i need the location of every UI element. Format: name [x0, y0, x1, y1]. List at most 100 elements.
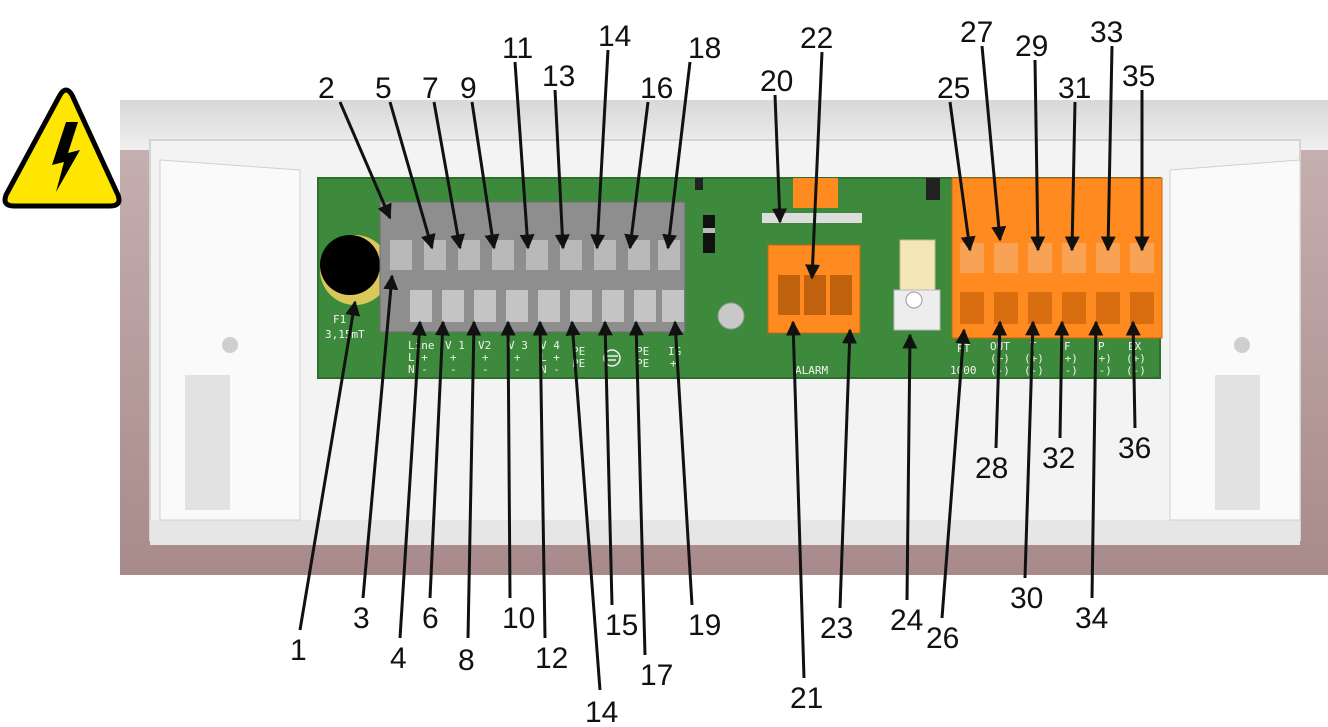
orange-terminal-lower-row: [960, 292, 1154, 324]
pcb-label-v1: V 1: [445, 339, 465, 352]
gray-terminal-slot: [492, 240, 514, 270]
callout-arrow-36: [1125, 320, 1141, 429]
svg-text:(+): (+): [1126, 352, 1146, 365]
gray-terminal-upper-row: [390, 240, 680, 270]
left-screw-hole: [222, 337, 238, 353]
gray-terminal-slot: [474, 290, 496, 322]
right-mounting-slot: [1215, 375, 1260, 510]
svg-text:+: +: [482, 351, 489, 364]
callout-arrow-32: [1054, 320, 1070, 439]
gray-terminal-slot: [662, 290, 684, 322]
callout-number-17: 17: [640, 659, 673, 692]
pcb-label-line: Line: [408, 339, 435, 352]
callout-arrow-10: [500, 320, 516, 599]
callout-number-22: 22: [800, 22, 833, 55]
callout-arrow-27: [980, 45, 1007, 242]
callout-arrow-9: [470, 101, 500, 250]
gray-terminal-slot: [526, 240, 548, 270]
svg-text:(-): (-): [1058, 364, 1078, 377]
ground-symbol-icon: [603, 349, 621, 367]
alarm-terminal-slot: [804, 275, 826, 315]
callout-arrow-4: [398, 320, 427, 639]
svg-text:+: +: [514, 351, 521, 364]
orange-terminal-slot: [1028, 243, 1052, 273]
callout-arrow-15: [597, 320, 614, 606]
callout-number-23: 23: [820, 612, 853, 645]
callout-arrow-29: [1030, 59, 1046, 252]
callout-number-10: 10: [502, 602, 535, 635]
fuse-label-f1: F1: [333, 313, 346, 326]
high-voltage-warning-icon: [2, 87, 122, 209]
pcb-label-alarm: ALARM: [795, 364, 828, 377]
callout-arrow-12: [532, 320, 548, 639]
gray-block-pcb-labels: Line L + N - V 1 + - V2 + - V 3 + - V 4 …: [408, 339, 681, 376]
callout-arrow-1: [298, 300, 361, 631]
pcb-component: [695, 178, 703, 190]
callout-arrow-20: [771, 94, 787, 224]
pcb-mount-screw: [717, 302, 745, 330]
orange-terminal-slot: [1096, 292, 1120, 324]
callout-arrow-14: [590, 49, 610, 250]
callout-number-26: 26: [926, 622, 959, 655]
callout-arrow-5: [388, 101, 436, 250]
callout-number-4: 4: [390, 642, 407, 675]
callout-arrow-24: [902, 333, 918, 601]
callout-number-2: 2: [318, 72, 335, 105]
relay-bracket: [762, 213, 862, 223]
pcb-diode: [703, 215, 715, 253]
orange-terminal-slot: [994, 243, 1018, 273]
svg-text:(-): (-): [1092, 364, 1112, 377]
callout-number-14: 14: [598, 20, 631, 53]
callout-arrow-17: [628, 320, 647, 656]
callout-arrow-34: [1088, 320, 1104, 599]
callout-arrow-11: [513, 61, 535, 250]
callout-number-31: 31: [1058, 72, 1091, 105]
callout-arrow-31: [1064, 101, 1080, 252]
pcb-label-v4: V 4: [540, 339, 560, 352]
orange-terminal-slot: [960, 243, 984, 273]
fuse-cap: [320, 235, 380, 295]
callout-number-25: 25: [937, 72, 970, 105]
callout-number-12: 12: [535, 642, 568, 675]
orange-terminal-slot: [1062, 292, 1086, 324]
orange-terminal-block: [951, 177, 1163, 339]
callout-number-14: 14: [585, 696, 618, 727]
orange-terminal-slot: [1130, 292, 1154, 324]
pcb-component: [926, 178, 940, 200]
svg-text:PE: PE: [636, 357, 649, 370]
pcb-label-v2: V2: [478, 339, 491, 352]
callout-arrow-7: [432, 101, 466, 250]
callout-number-24: 24: [890, 604, 923, 637]
callout-arrow-22: [805, 51, 824, 280]
white-connector: [899, 239, 936, 291]
callout-number-30: 30: [1010, 582, 1043, 615]
gray-terminal-slot: [634, 290, 656, 322]
callout-number-7: 7: [422, 72, 439, 105]
gray-terminal-lower-row: [410, 290, 684, 322]
callout-arrow-14: [565, 320, 602, 691]
pcb-board: F1 3,15mT Line L: [317, 177, 1163, 379]
callout-arrow-2: [338, 101, 392, 220]
gray-terminal-slot: [458, 240, 480, 270]
svg-text:(+): (+): [1058, 352, 1078, 365]
gray-terminal-slot: [410, 290, 432, 322]
callout-number-27: 27: [960, 16, 993, 49]
callout-number-33: 33: [1090, 16, 1123, 49]
gray-terminal-slot: [442, 290, 464, 322]
callout-arrow-18: [662, 61, 692, 250]
svg-text:(-): (-): [1126, 364, 1146, 377]
callout-number-6: 6: [422, 602, 439, 635]
gray-terminal-slot: [390, 240, 412, 270]
callout-number-18: 18: [688, 32, 721, 65]
callout-arrow-13: [553, 89, 570, 250]
callout-number-16: 16: [640, 72, 673, 105]
callout-number-11: 11: [502, 32, 533, 65]
callout-arrow-16: [624, 101, 650, 250]
right-side-panel: [1169, 159, 1301, 521]
callout-number-8: 8: [458, 644, 475, 677]
pcb-label-p: P: [1098, 340, 1105, 353]
callout-number-5: 5: [375, 72, 392, 105]
callout-number-35: 35: [1122, 60, 1155, 93]
callout-arrow-26: [940, 328, 971, 619]
